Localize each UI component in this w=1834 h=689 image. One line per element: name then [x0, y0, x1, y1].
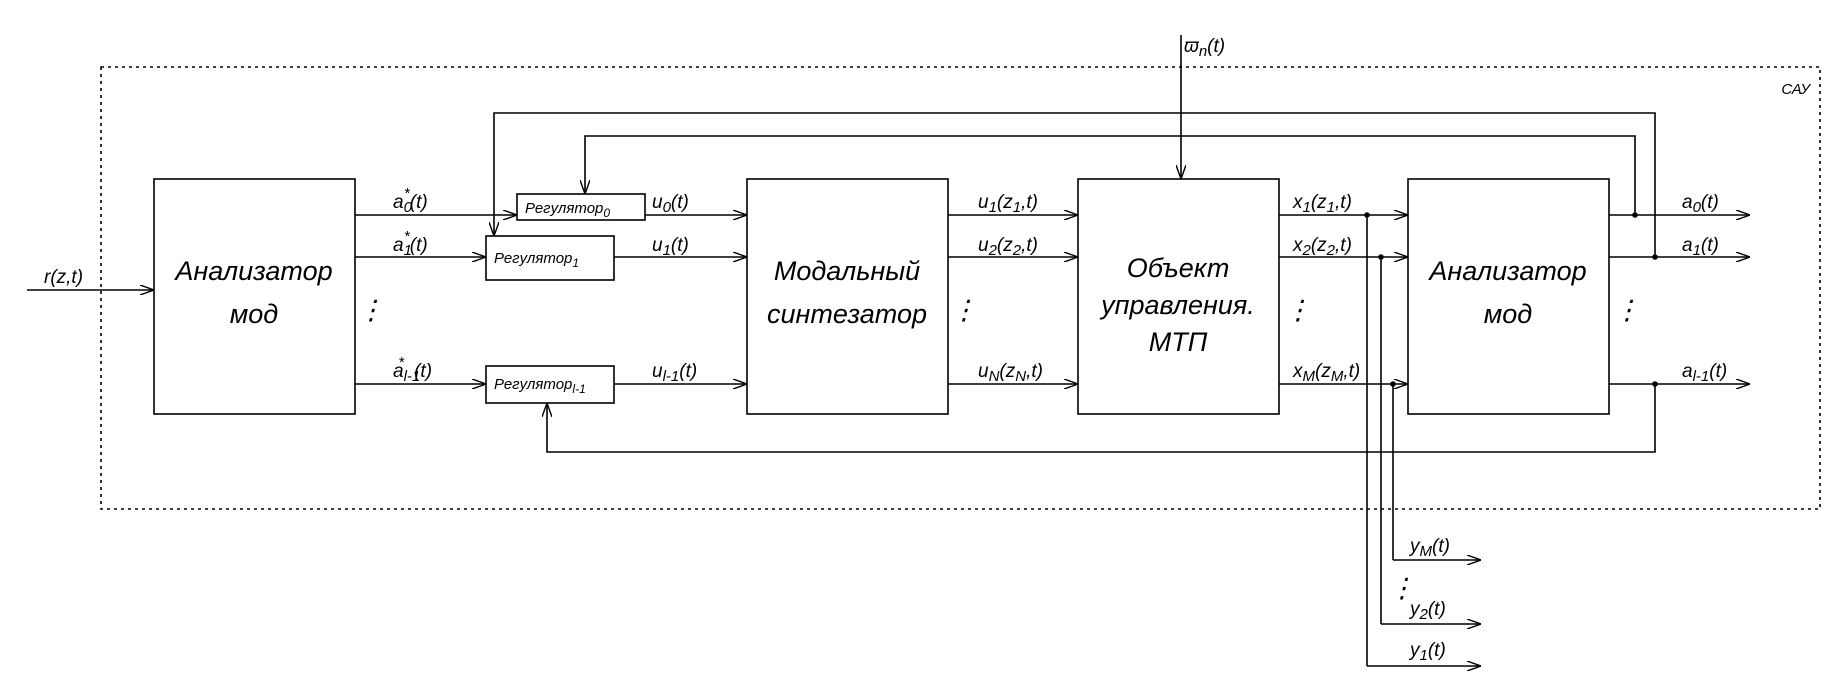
system-boundary [100, 66, 1821, 510]
ellipsis-left: ⋮ [358, 295, 385, 325]
svg-text:Модальный: Модальный [774, 256, 920, 286]
svg-text:Анализатор: Анализатор [173, 256, 332, 286]
svg-text:мод: мод [1484, 299, 1533, 329]
disturbance-label: ϖn(t) [1184, 36, 1225, 60]
ref-label-l-1: al-1*(t) [393, 354, 432, 385]
synth-label-n: uN(zN,t) [978, 361, 1043, 385]
ellipsis-plant: ⋮ [1285, 295, 1312, 325]
svg-text:Регулятор1: Регулятор1 [494, 250, 579, 270]
state-label-m: xM(zM,t) [1292, 361, 1360, 385]
regulator-1-block: Регулятор1 [485, 235, 615, 281]
state-label-1: x1(z1,t) [1292, 192, 1352, 216]
plant-block: Объект управления. МТП [1077, 178, 1280, 415]
measure-label-2: y2(t) [1408, 599, 1446, 623]
feedback-al-1 [547, 384, 1656, 453]
synth-label-2: u2(z2,t) [978, 235, 1038, 259]
mode-label-1: a1(t) [1682, 235, 1719, 259]
input-label: r(z,t) [44, 267, 83, 288]
analyzer-left-block: Анализатор мод [153, 178, 356, 415]
svg-text:синтезатор: синтезатор [767, 299, 927, 329]
regulator-0-block: Регулятор0 [516, 193, 646, 221]
analyzer-right-block: Анализатор мод [1407, 178, 1610, 415]
ellipsis-measure: ⋮ [1389, 573, 1416, 603]
svg-text:управления.: управления. [1099, 290, 1255, 320]
distributed-control-signals: u1(z1,t) u2(z2,t) uN(zN,t) ⋮ [948, 192, 1078, 385]
mode-label-l-1: al-1(t) [1682, 361, 1727, 385]
svg-text:МТП: МТП [1149, 327, 1208, 357]
svg-text:мод: мод [230, 299, 279, 329]
svg-text:Объект: Объект [1127, 253, 1230, 283]
svg-text:Регуляторl-1: Регуляторl-1 [494, 376, 586, 396]
ellipsis-right: ⋮ [1614, 295, 1641, 325]
control-label-l-1: ul-1(t) [652, 361, 697, 385]
svg-text:Регулятор0: Регулятор0 [525, 200, 610, 220]
regulator-l-1-block: Регуляторl-1 [485, 365, 615, 404]
measure-label-m: yM(t) [1408, 536, 1450, 560]
control-label-1: u1(t) [652, 235, 689, 259]
feedback-a1 [494, 112, 1656, 257]
reference-signals: a0*(t) a1*(t) al-1*(t) ⋮ [355, 185, 517, 385]
modal-synthesizer-block: Модальный синтезатор [746, 178, 949, 415]
svg-text:Анализатор: Анализатор [1427, 256, 1586, 286]
measure-label-1: y1(t) [1408, 640, 1446, 664]
ref-label-0: a0*(t) [393, 185, 428, 216]
feedback-a0 [585, 135, 1636, 215]
state-signals: x1(z1,t) x2(z2,t) xM(zM,t) ⋮ [1279, 192, 1408, 387]
measurement-signals: yM(t) y2(t) y1(t) ⋮ [1366, 215, 1481, 666]
control-label-0: u0(t) [652, 192, 689, 216]
mode-label-0: a0(t) [1682, 192, 1719, 216]
state-label-2: x2(z2,t) [1292, 235, 1352, 259]
synth-label-1: u1(z1,t) [978, 192, 1038, 216]
ref-label-1: a1*(t) [393, 228, 428, 259]
ellipsis-synth: ⋮ [951, 295, 978, 325]
control-signals: u0(t) u1(t) ul-1(t) [614, 192, 747, 385]
mode-output-signals: a0(t) a1(t) al-1(t) ⋮ [1609, 192, 1750, 387]
feedback-loops [494, 112, 1656, 453]
system-label: САУ [1781, 81, 1811, 98]
